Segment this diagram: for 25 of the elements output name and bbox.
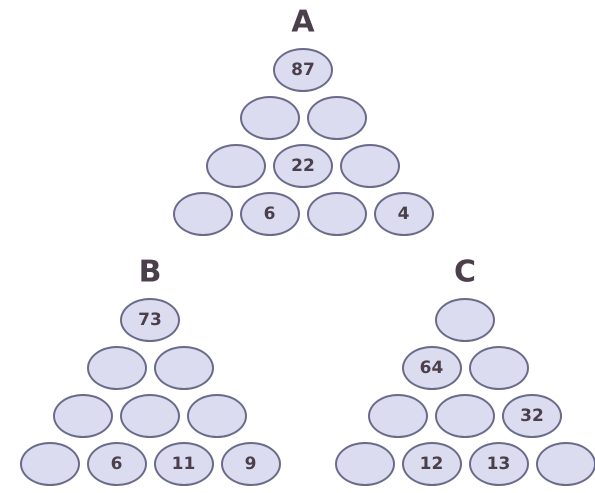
number-circle: 32 [502, 394, 562, 438]
number-circle [536, 442, 595, 486]
number-circle: 6 [86, 442, 146, 486]
number-circle [468, 346, 528, 390]
number-circle [20, 442, 80, 486]
number-circle [154, 346, 214, 390]
number-circle: 64 [402, 346, 462, 390]
pyramid-letter: B [138, 254, 162, 290]
number-circle [172, 192, 232, 236]
number-circle: 4 [374, 192, 434, 236]
number-circle: 87 [273, 48, 333, 92]
number-circle [86, 346, 146, 390]
pyramid-letter: C [454, 254, 476, 290]
number-circle [334, 442, 394, 486]
number-circle [240, 96, 300, 140]
number-circle: 11 [154, 442, 214, 486]
number-circle: 22 [273, 144, 333, 188]
number-circle: 9 [220, 442, 280, 486]
number-circle [306, 96, 366, 140]
pyramid-letter: A [291, 4, 315, 40]
number-circle: 73 [120, 298, 180, 342]
number-circle: 13 [468, 442, 528, 486]
number-circle: 12 [402, 442, 462, 486]
number-circle [306, 192, 366, 236]
number-circle: 6 [240, 192, 300, 236]
